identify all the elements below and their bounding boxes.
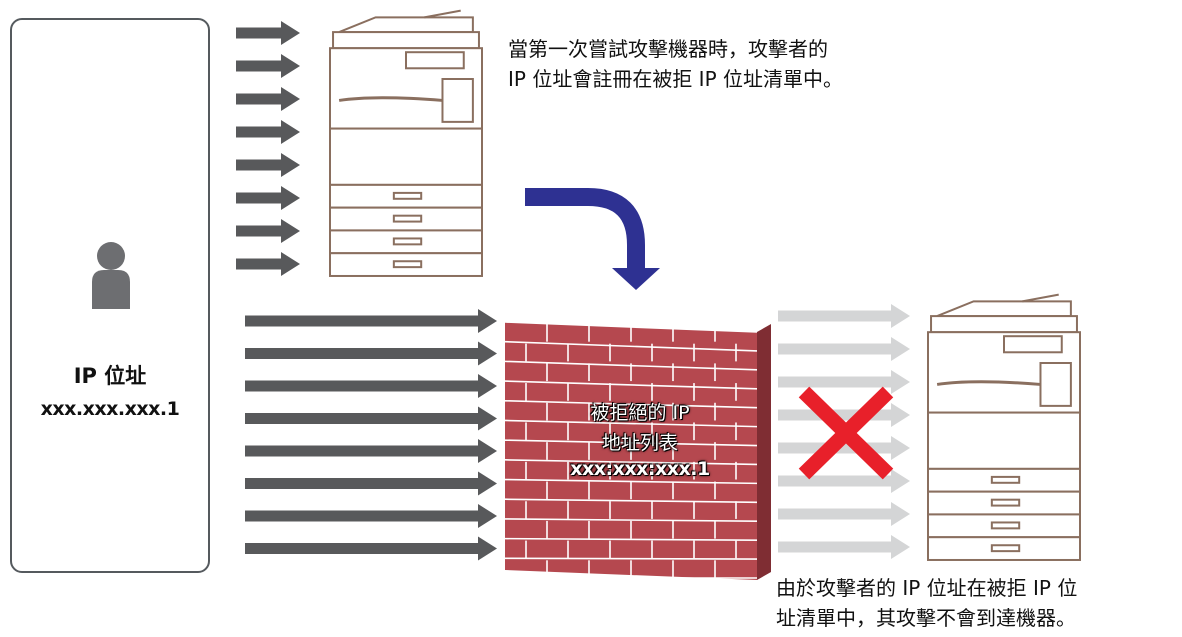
firewall-wall: [504, 321, 771, 580]
blocked-x-icon: [798, 386, 894, 480]
arrow-icon: [245, 471, 497, 496]
printer-icon-bottom: [927, 293, 1081, 561]
register-arrow-icon: [525, 188, 660, 290]
denied-list-subtitle: 地址列表: [601, 432, 678, 454]
arrow-icon: [245, 374, 497, 398]
arrow-icon: [236, 252, 300, 276]
attacker-ip-address: xxx.xxx.xxx.1: [40, 398, 180, 420]
arrow-icon: [236, 186, 300, 210]
first-attempt-note-line2: IP 位址會註冊在被拒 IP 位址清單中。: [508, 67, 843, 91]
blocked-note-line2: 址清單中，其攻擊不會到達機器。: [776, 606, 1076, 630]
arrow-icon: [245, 536, 497, 561]
denied-list-title: 被拒絕的 IP: [590, 402, 690, 424]
arrow-icon: [245, 341, 497, 366]
arrow-icon: [778, 535, 910, 559]
first-attempt-note-line1: 當第一次嘗試攻擊機器時，攻擊者的: [508, 37, 828, 61]
first-attempt-note: 當第一次嘗試攻擊機器時，攻擊者的 IP 位址會註冊在被拒 IP 位址清單中。: [508, 34, 843, 94]
blocked-note-line1: 由於攻擊者的 IP 位址在被拒 IP 位: [776, 576, 1078, 600]
attacker-ip-label: IP 位址: [73, 364, 147, 388]
person-icon: [92, 242, 130, 309]
arrow-icon: [236, 87, 300, 111]
arrow-icon: [778, 304, 910, 328]
arrow-icon: [778, 337, 910, 361]
denied-list-ip: xxx:xxx:xxx.1: [570, 458, 710, 480]
arrow-icon: [236, 153, 300, 177]
attack-arrows-top: [236, 21, 300, 276]
arrow-icon: [778, 469, 910, 493]
attack-arrows-to-firewall: [245, 309, 497, 561]
firewall-side: [757, 324, 771, 580]
arrow-icon: [245, 309, 497, 333]
arrow-icon: [236, 54, 300, 78]
arrow-icon: [778, 502, 910, 526]
printer-icon-top: [329, 9, 483, 277]
arrow-icon: [245, 504, 497, 528]
blocked-note: 由於攻擊者的 IP 位址在被拒 IP 位 址清單中，其攻擊不會到達機器。: [776, 573, 1077, 633]
arrow-icon: [245, 439, 497, 463]
arrow-icon: [778, 370, 910, 394]
arrow-icon: [245, 406, 497, 431]
arrow-icon: [236, 21, 300, 45]
arrow-icon: [236, 120, 300, 144]
arrow-icon: [236, 219, 300, 243]
